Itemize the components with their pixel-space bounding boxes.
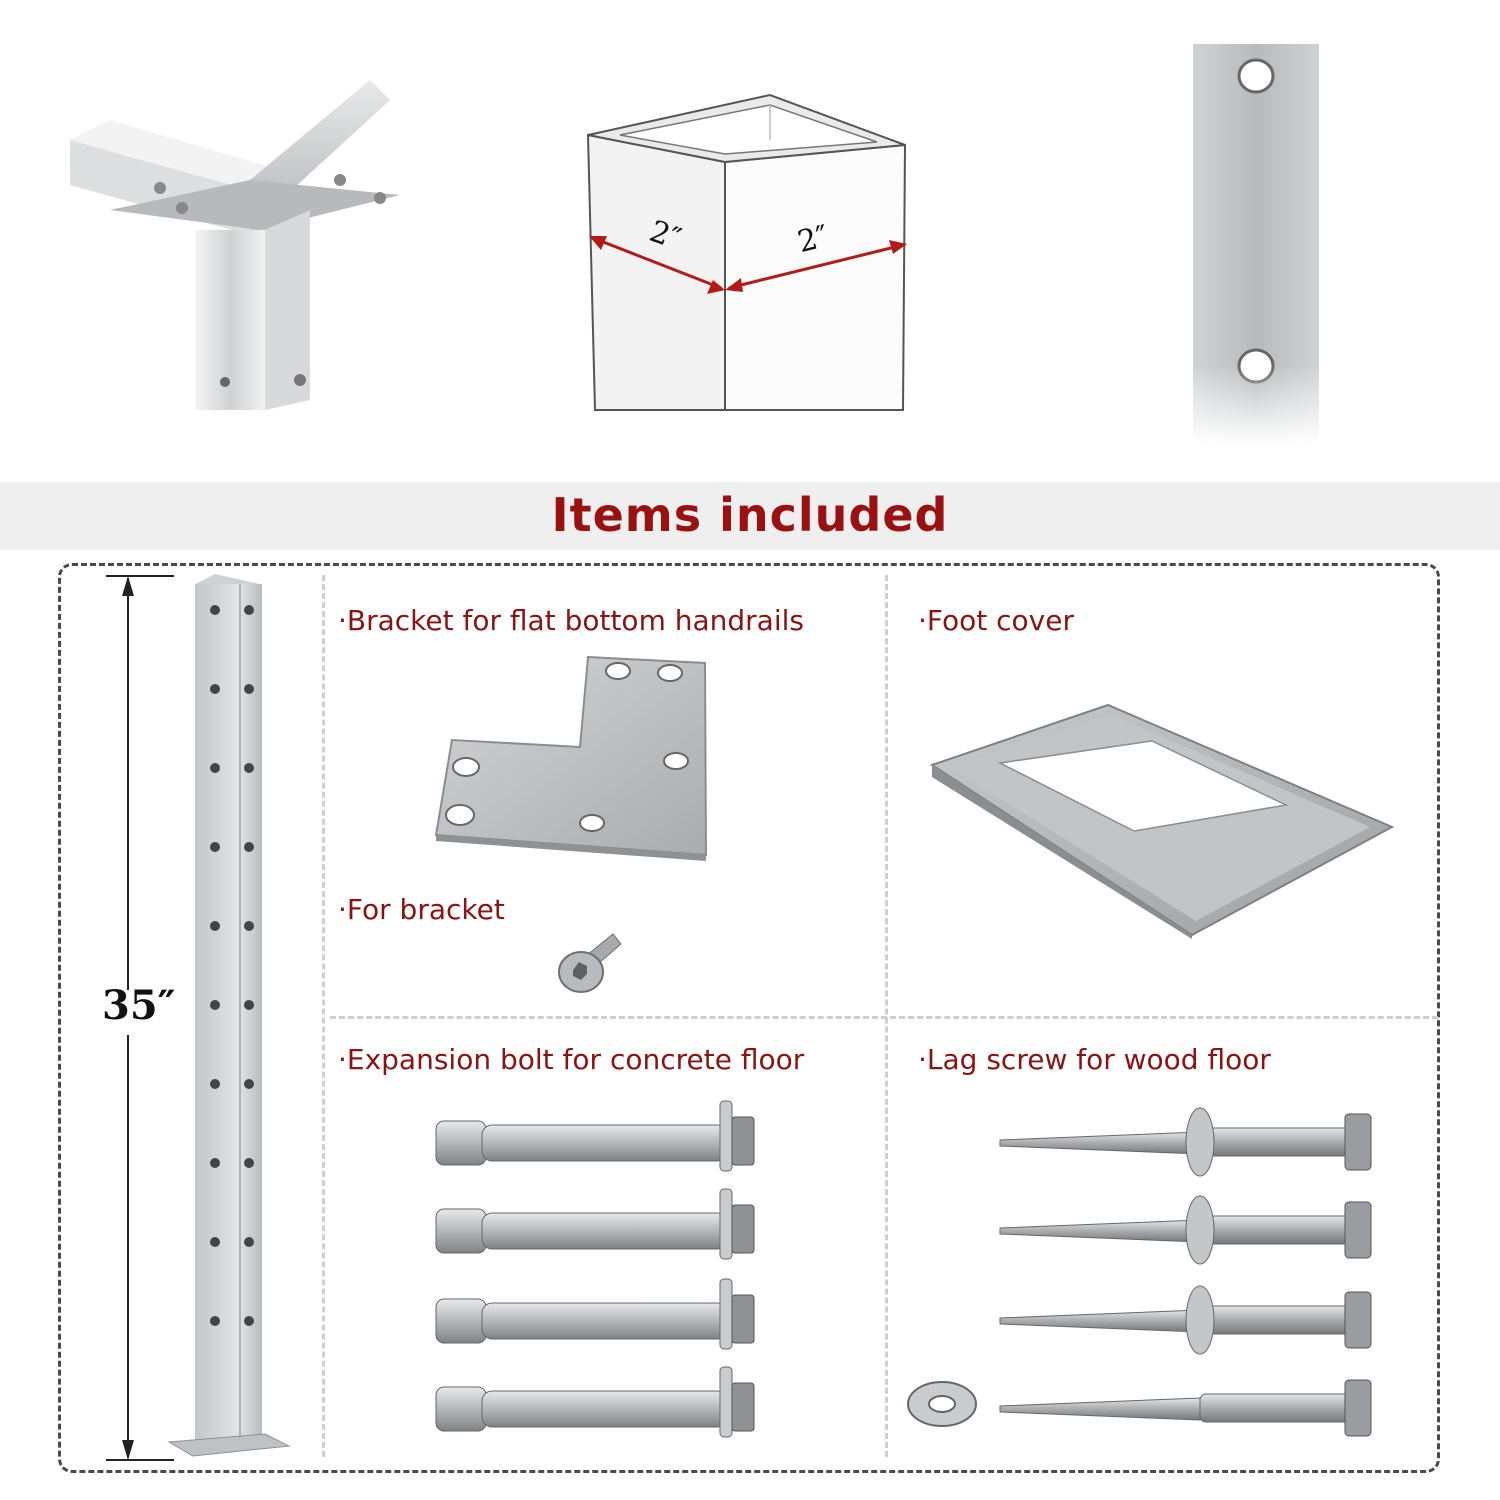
items-frame	[58, 563, 1440, 1473]
row-divider	[330, 1016, 1438, 1019]
bracket-label: ·Bracket for flat bottom handrails	[338, 604, 804, 637]
post-photo	[167, 574, 291, 1457]
section-title: Items included	[551, 488, 949, 542]
bracket-screw-photo	[558, 933, 622, 993]
corner-bracket-photo	[70, 80, 400, 410]
height-dimension-line	[106, 575, 174, 1461]
flat-bar-photo	[1193, 44, 1319, 444]
foot-cover-photo	[929, 703, 1395, 939]
lag-screw-label: ·Lag screw for wood floor	[918, 1043, 1271, 1076]
expansion-bolts-photo	[435, 1100, 755, 1438]
section-banner	[0, 482, 1500, 550]
column-divider-left	[322, 575, 325, 1457]
post-height-label: 35″	[102, 982, 176, 1029]
l-bracket-photo	[434, 655, 708, 861]
expansion-bolt-label: ·Expansion bolt for concrete floor	[338, 1043, 805, 1076]
tube-dimension-drawing	[586, 93, 907, 411]
for-bracket-label: ·For bracket	[338, 893, 505, 926]
lag-screws-photo	[907, 1107, 1372, 1437]
foot-cover-label: ·Foot cover	[918, 604, 1074, 637]
